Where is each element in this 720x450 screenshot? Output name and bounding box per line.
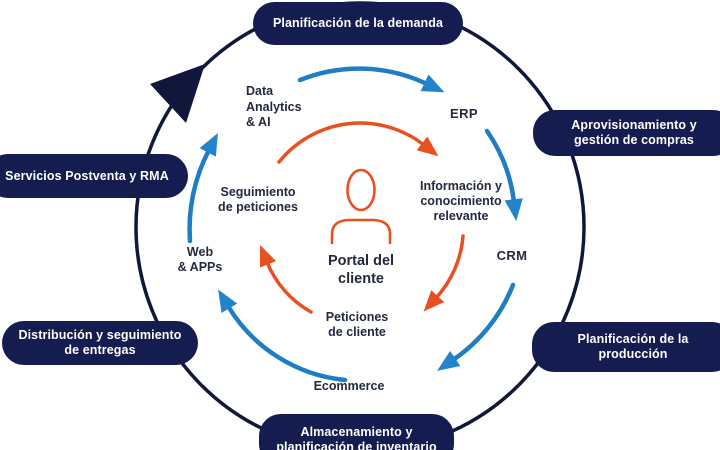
node-label: producción	[598, 347, 668, 361]
label-data-analytics: Data Analytics & AI	[246, 84, 302, 131]
node-label: Aprovisionamiento y	[571, 118, 697, 132]
label-line: de peticiones	[218, 199, 298, 214]
label-line: CRM	[496, 248, 528, 263]
blue-arrow-ecommerce-to-web	[218, 289, 348, 383]
node-planificacion-demanda: Planificación de la demanda	[253, 2, 463, 45]
label-line: de cliente	[328, 324, 386, 339]
node-almacenamiento-inventario: Almacenamiento y planificación de invent…	[259, 414, 454, 450]
label-line: relevante	[433, 209, 489, 223]
node-label: Distribución y seguimiento	[18, 328, 182, 342]
label-line: Analytics	[246, 99, 302, 114]
outer-cycle-arrowhead-icon	[150, 64, 205, 123]
label-line: Web	[186, 245, 214, 259]
person-icon	[330, 168, 392, 245]
label-seguimiento-peticiones: Seguimiento de peticiones	[218, 185, 298, 214]
node-planificacion-produccion: Planificación de la producción	[532, 322, 720, 372]
label-line: Portal del	[327, 253, 395, 269]
label-line: cliente	[338, 271, 384, 287]
label-line: Información y	[420, 179, 502, 193]
label-line: Peticiones	[325, 310, 389, 324]
label-line: ERP	[450, 106, 478, 121]
blue-arrow-crm-to-ecommerce	[437, 282, 516, 371]
node-servicios-postventa: Servicios Postventa y RMA	[0, 154, 188, 198]
label-ecommerce: Ecommerce	[314, 379, 385, 394]
node-label: Almacenamiento y	[300, 425, 413, 439]
label-web-apps: Web & APPs	[178, 245, 223, 275]
blue-arrow-analytics-to-erp	[297, 66, 445, 93]
orange-arrow-peticiones-to-seguimiento	[259, 244, 313, 314]
node-label: Planificación de la demanda	[272, 16, 444, 30]
blue-arrow-erp-to-crm	[484, 128, 523, 222]
label-line: Ecommerce	[313, 379, 385, 393]
label-line: Seguimiento	[220, 185, 296, 199]
label-informacion-relevante: Información y conocimiento relevante	[420, 179, 502, 224]
orange-arrow-informacion-to-peticiones	[423, 234, 465, 312]
orange-arrow-seguimiento-to-informacion	[277, 121, 439, 164]
node-label: Servicios Postventa y RMA	[5, 168, 169, 183]
node-distribucion-entregas: Distribución y seguimiento de entregas	[2, 321, 198, 365]
node-label: planificación de inventario	[276, 440, 437, 450]
label-line: & AI	[246, 115, 271, 129]
label-peticiones-cliente: Peticiones de cliente	[326, 310, 389, 339]
node-label: gestión de compras	[574, 133, 694, 147]
label-portal-del-cliente: Portal del cliente	[328, 252, 394, 288]
node-label: de entregas	[64, 343, 136, 357]
label-erp: ERP	[450, 106, 478, 121]
label-line: Data	[246, 84, 274, 98]
blue-arrow-web-to-analytics	[187, 132, 218, 244]
label-crm: CRM	[497, 248, 528, 263]
label-line: conocimiento	[420, 194, 502, 208]
node-aprovisionamiento-compras: Aprovisionamiento y gestión de compras	[533, 110, 720, 156]
label-line: & APPs	[177, 260, 223, 274]
node-label: Planificación de la	[577, 332, 689, 346]
